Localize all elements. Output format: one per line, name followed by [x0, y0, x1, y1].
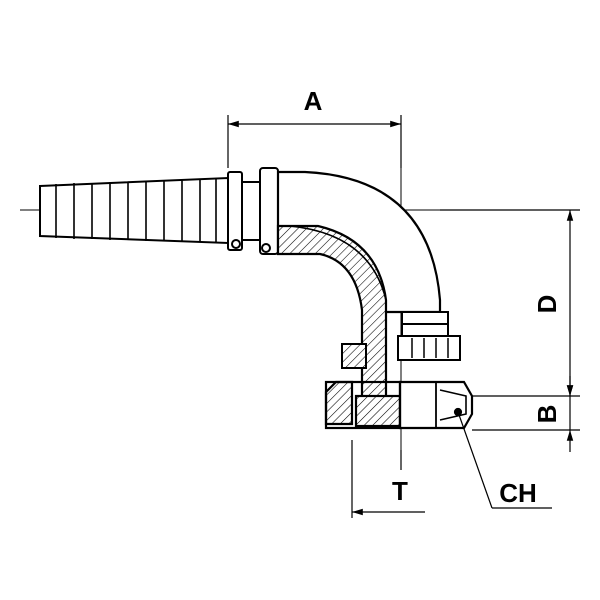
nut-inner-bore — [354, 394, 402, 428]
swivel-neck — [341, 311, 461, 369]
centerlines — [20, 115, 580, 450]
hose-tail — [39, 176, 229, 245]
nut-hex-face — [439, 389, 467, 421]
dim-d-label: D — [532, 295, 562, 314]
collar-groove-2 — [261, 243, 271, 253]
serrations — [411, 338, 449, 358]
dimension-t — [351, 440, 425, 518]
dimension-ch — [457, 411, 552, 509]
collar-ring-3 — [259, 167, 279, 255]
dimension-a — [227, 115, 402, 168]
barb-rings — [55, 179, 217, 243]
collar-ring-2 — [241, 181, 261, 241]
collar — [227, 167, 279, 255]
nut-outline-left — [324, 380, 402, 430]
dimension-b — [472, 376, 580, 452]
dim-ch-leader — [457, 411, 493, 509]
dimension-d — [440, 209, 580, 397]
collar-ring-1 — [227, 171, 243, 251]
collar-groove-1 — [231, 239, 241, 249]
nut-section-left — [324, 380, 354, 426]
left-flange-outline — [341, 343, 367, 369]
neck-flange — [397, 335, 461, 361]
left-flange-section — [341, 343, 367, 369]
dim-a-label: A — [304, 86, 323, 116]
neck-ring-1 — [401, 311, 449, 325]
dim-ch-label: CH — [499, 478, 537, 508]
elbow-bore — [289, 225, 387, 301]
neck-ring-2 — [401, 323, 449, 337]
dim-t-label: T — [392, 476, 408, 506]
dim-b-label: B — [532, 405, 562, 424]
elbow-body — [276, 170, 442, 400]
swivel-nut — [324, 380, 474, 430]
